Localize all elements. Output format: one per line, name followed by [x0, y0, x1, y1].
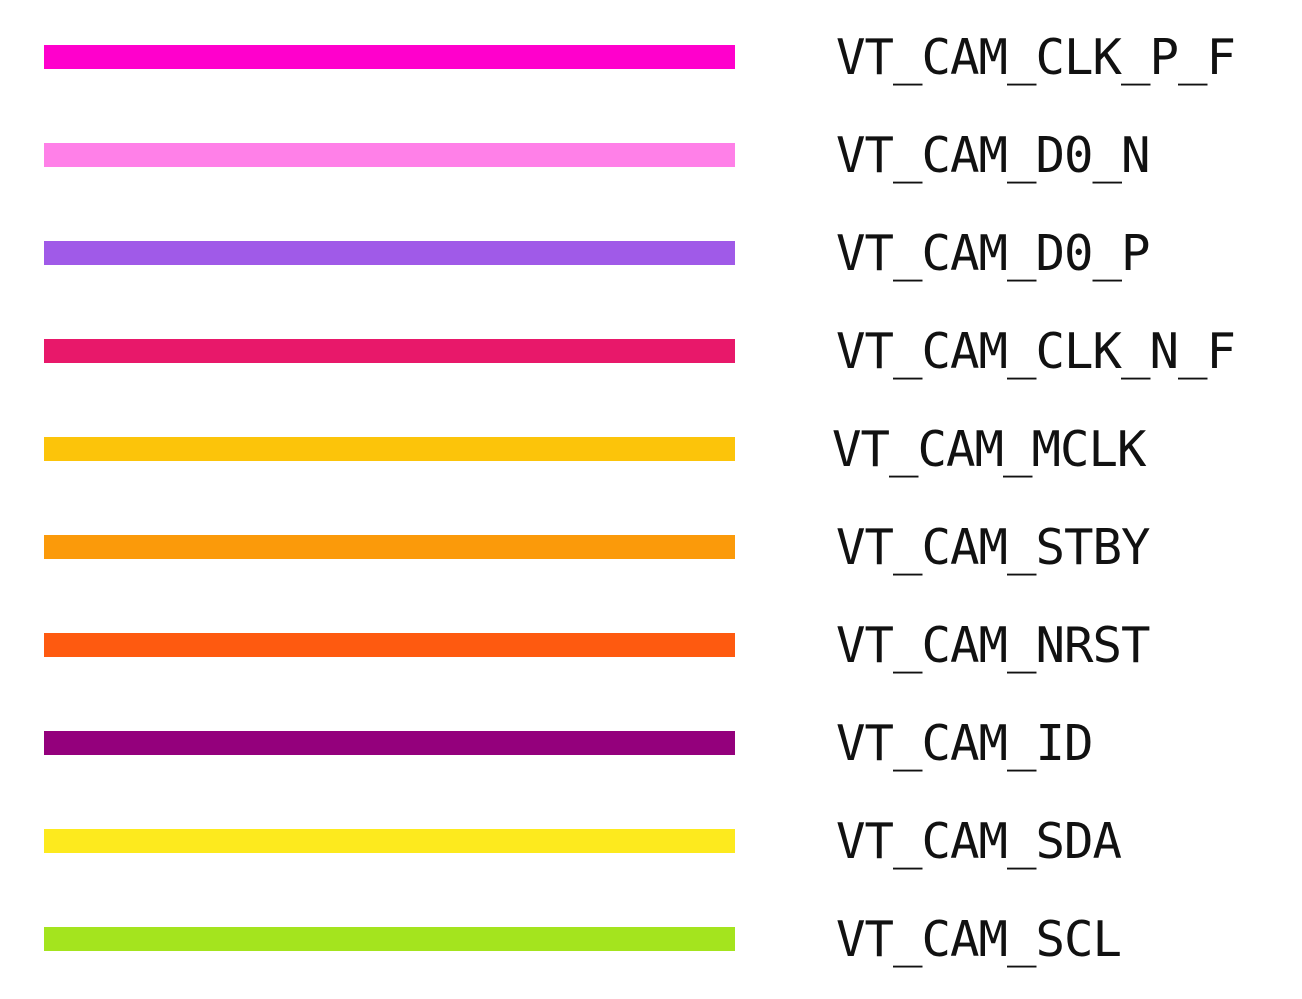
color-swatch — [44, 829, 735, 853]
signal-label: VT_CAM_D0_P — [836, 225, 1151, 282]
legend-row: VT_CAM_SDA — [0, 792, 1302, 890]
color-swatch — [44, 241, 735, 265]
legend-row: VT_CAM_NRST — [0, 596, 1302, 694]
legend-row: VT_CAM_ID — [0, 694, 1302, 792]
color-swatch — [44, 143, 735, 167]
signal-label: VT_CAM_MCLK — [832, 421, 1147, 478]
color-swatch — [44, 535, 735, 559]
legend-row: VT_CAM_CLK_N_F — [0, 302, 1302, 400]
signal-label: VT_CAM_D0_N — [836, 127, 1151, 184]
color-swatch — [44, 927, 735, 951]
color-swatch — [44, 731, 735, 755]
signal-label: VT_CAM_CLK_P_F — [836, 29, 1236, 86]
color-swatch — [44, 339, 735, 363]
color-swatch — [44, 437, 735, 461]
color-swatch — [44, 45, 735, 69]
legend-row: VT_CAM_D0_N — [0, 106, 1302, 204]
legend-row: VT_CAM_D0_P — [0, 204, 1302, 302]
signal-label: VT_CAM_NRST — [836, 617, 1151, 674]
legend-row: VT_CAM_SCL — [0, 890, 1302, 988]
signal-label: VT_CAM_ID — [836, 715, 1094, 772]
legend-row: VT_CAM_CLK_P_F — [0, 8, 1302, 106]
signal-label: VT_CAM_SDA — [836, 813, 1122, 870]
signal-label: VT_CAM_STBY — [836, 519, 1151, 576]
signal-label: VT_CAM_CLK_N_F — [836, 323, 1236, 380]
color-swatch — [44, 633, 735, 657]
signal-label: VT_CAM_SCL — [836, 911, 1122, 968]
legend-row: VT_CAM_MCLK — [0, 400, 1302, 498]
legend-row: VT_CAM_STBY — [0, 498, 1302, 596]
